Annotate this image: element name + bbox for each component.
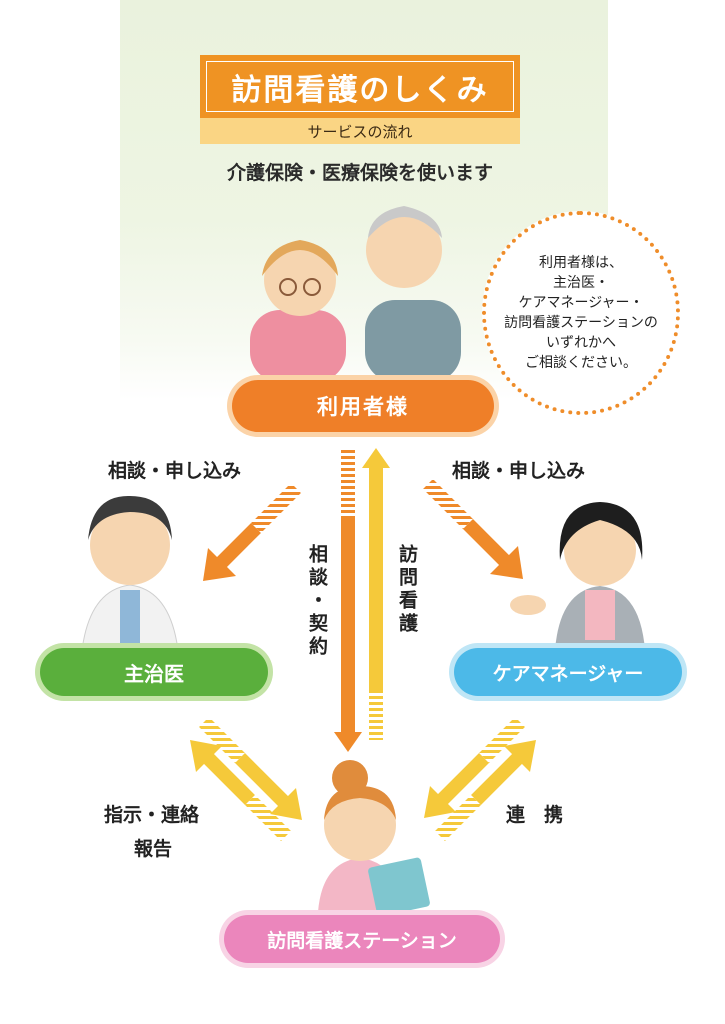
nurse-illustration [318, 760, 430, 917]
node-station: 訪問看護ステーション [224, 915, 500, 963]
label-user-to-station: 相談・契約 [306, 544, 328, 659]
label-user-to-doctor: 相談・申し込み [108, 460, 242, 482]
bubble-line: ケアマネージャー・ [518, 295, 644, 311]
care-manager-illustration [510, 502, 645, 650]
node-care-manager: ケアマネージャー [454, 648, 682, 696]
doctor-illustration [81, 495, 179, 651]
bubble-line: 訪問看護ステーションの [504, 315, 658, 331]
label-doctor-station-instructions: 指示・連絡 [104, 804, 200, 826]
label-station-to-user: 訪問看護 [396, 544, 418, 636]
arrow-user-to-care-manager [423, 479, 523, 579]
bubble-line: 主治医・ [553, 275, 609, 291]
arrow-user-to-doctor [203, 483, 301, 581]
arrow-care-manager-station [424, 717, 536, 841]
page-title: 訪問看護のしくみ [200, 55, 520, 118]
label-doctor-station-report: 報告 [134, 838, 173, 860]
node-doctor: 主治医 [40, 648, 268, 696]
bubble-line: いずれかへ [546, 335, 616, 351]
elderly-couple-illustration [250, 206, 461, 382]
arrow-user-to-station [334, 448, 362, 752]
contact-info-bubble: 利用者様は、 主治医・ ケアマネージャー・ 訪問看護ステーションの いずれかへ … [482, 211, 680, 415]
label-care-manager-station: 連 携 [506, 804, 564, 826]
insurance-note: 介護保険・医療保険を使います [226, 162, 493, 184]
page-title-text: 訪問看護のしくみ [206, 61, 514, 112]
arrow-station-to-user [362, 448, 390, 740]
bubble-line: 利用者様は、 [539, 255, 623, 271]
arrow-doctor-station [190, 717, 302, 841]
page-subtitle: サービスの流れ [200, 118, 520, 144]
label-user-to-care-manager: 相談・申し込み [452, 460, 586, 482]
node-user: 利用者様 [232, 380, 494, 432]
bubble-line: ご相談ください。 [525, 355, 637, 371]
